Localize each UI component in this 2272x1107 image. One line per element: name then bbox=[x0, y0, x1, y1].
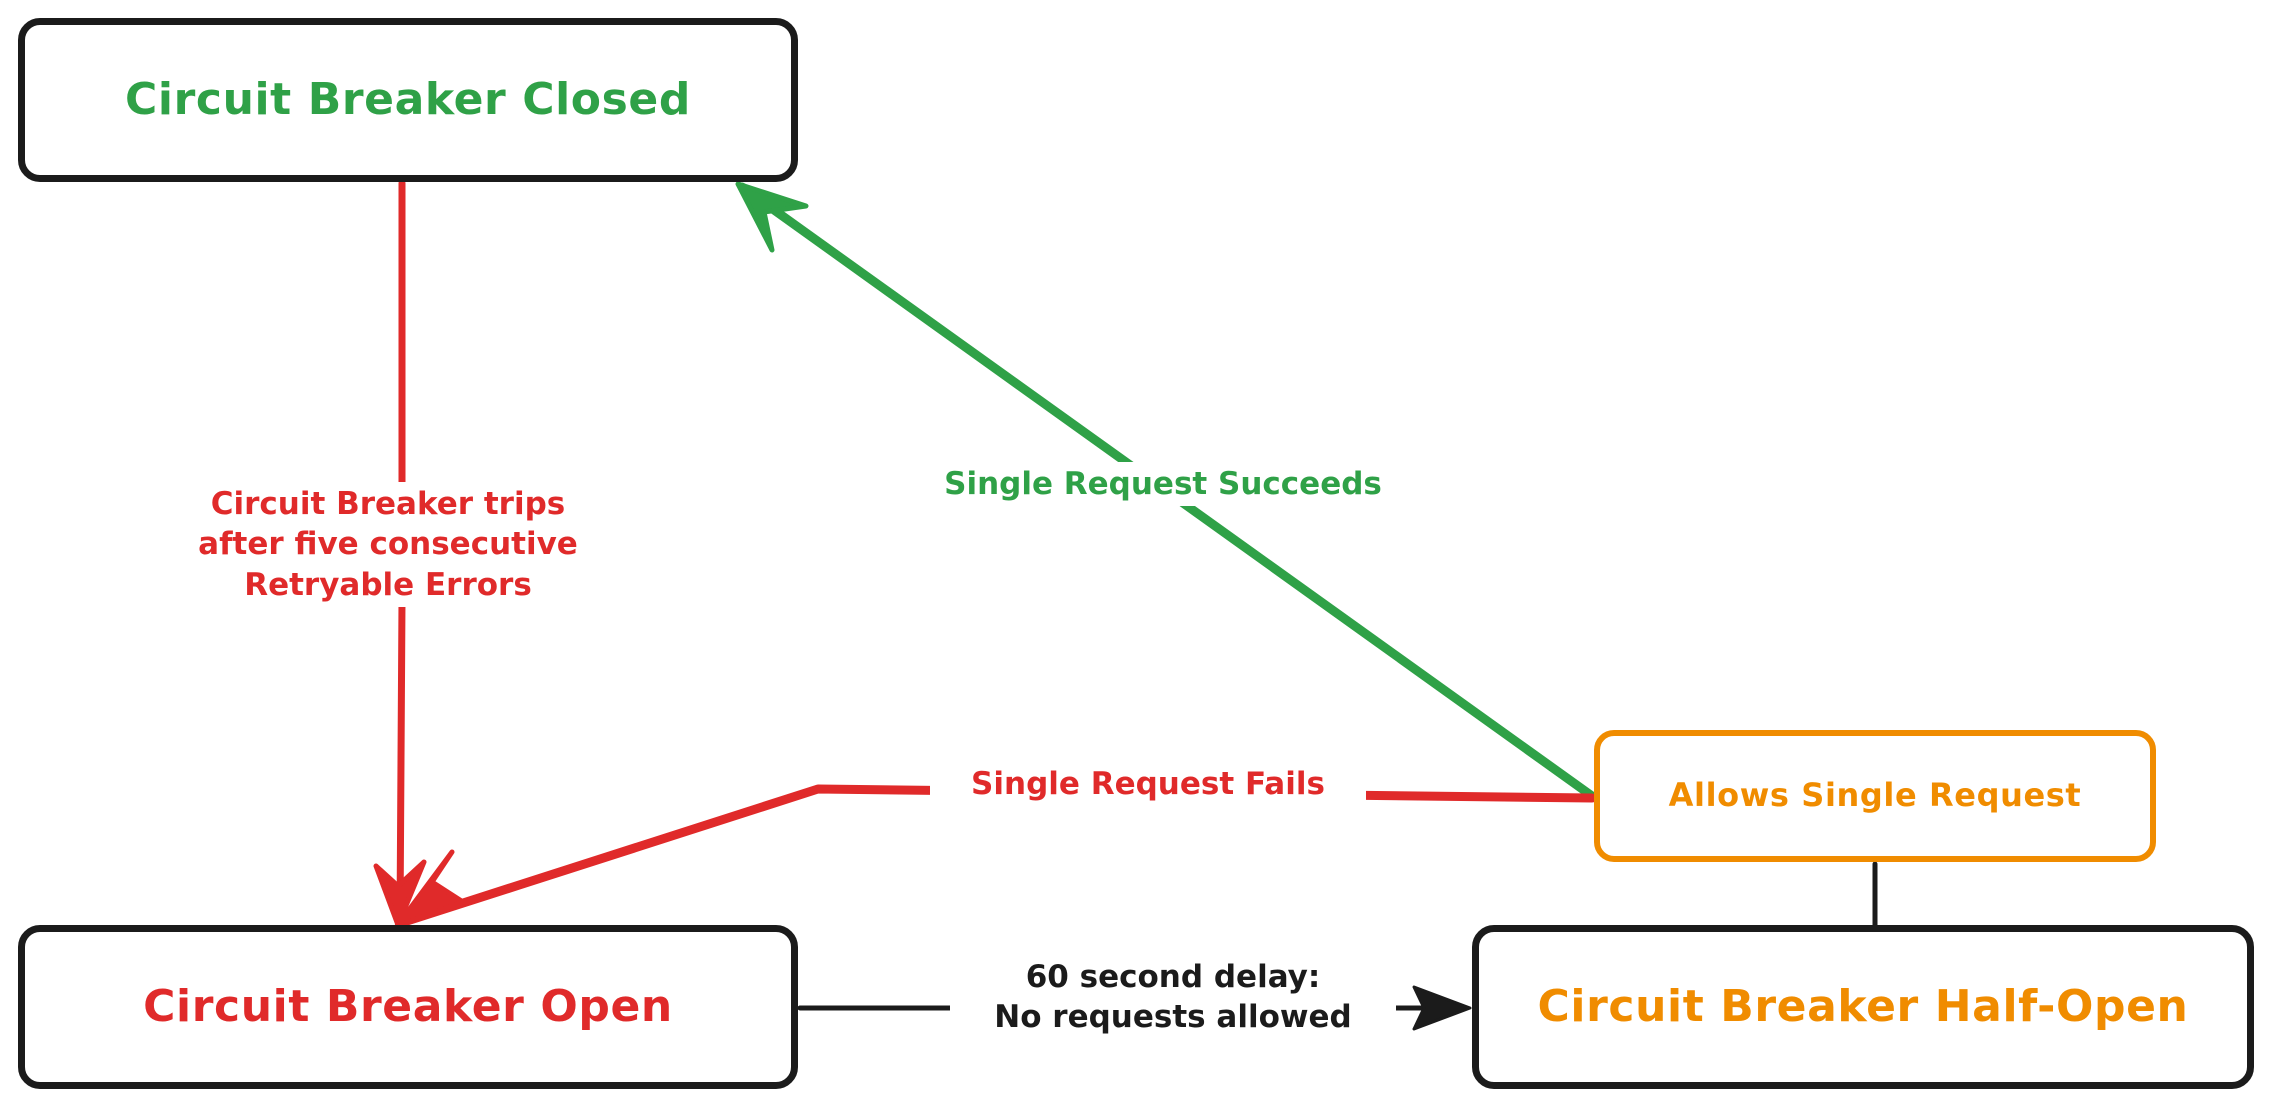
node-label-circuit-breaker-half-open: Circuit Breaker Half-Open bbox=[1537, 980, 2189, 1032]
edge-label-single-request-fails: Single Request Fails bbox=[930, 762, 1366, 807]
node-allows-single-request[interactable]: Allows Single Request bbox=[1594, 730, 2156, 862]
edge-label-single-request-succeeds: Single Request Succeeds bbox=[905, 462, 1421, 507]
node-circuit-breaker-open[interactable]: Circuit Breaker Open bbox=[18, 925, 798, 1089]
node-label-circuit-breaker-closed: Circuit Breaker Closed bbox=[125, 73, 691, 125]
node-circuit-breaker-half-open[interactable]: Circuit Breaker Half-Open bbox=[1472, 925, 2254, 1089]
node-label-allows-single-request: Allows Single Request bbox=[1668, 776, 2082, 815]
edge-allows-to-open bbox=[394, 784, 1597, 929]
edge-label-circuit-breaker-trips: Circuit Breaker trips after five consecu… bbox=[170, 482, 606, 607]
node-circuit-breaker-closed[interactable]: Circuit Breaker Closed bbox=[18, 18, 798, 182]
node-label-circuit-breaker-open: Circuit Breaker Open bbox=[143, 980, 673, 1032]
edge-label-60-second-delay: 60 second delay: No requests allowed bbox=[950, 955, 1396, 1040]
